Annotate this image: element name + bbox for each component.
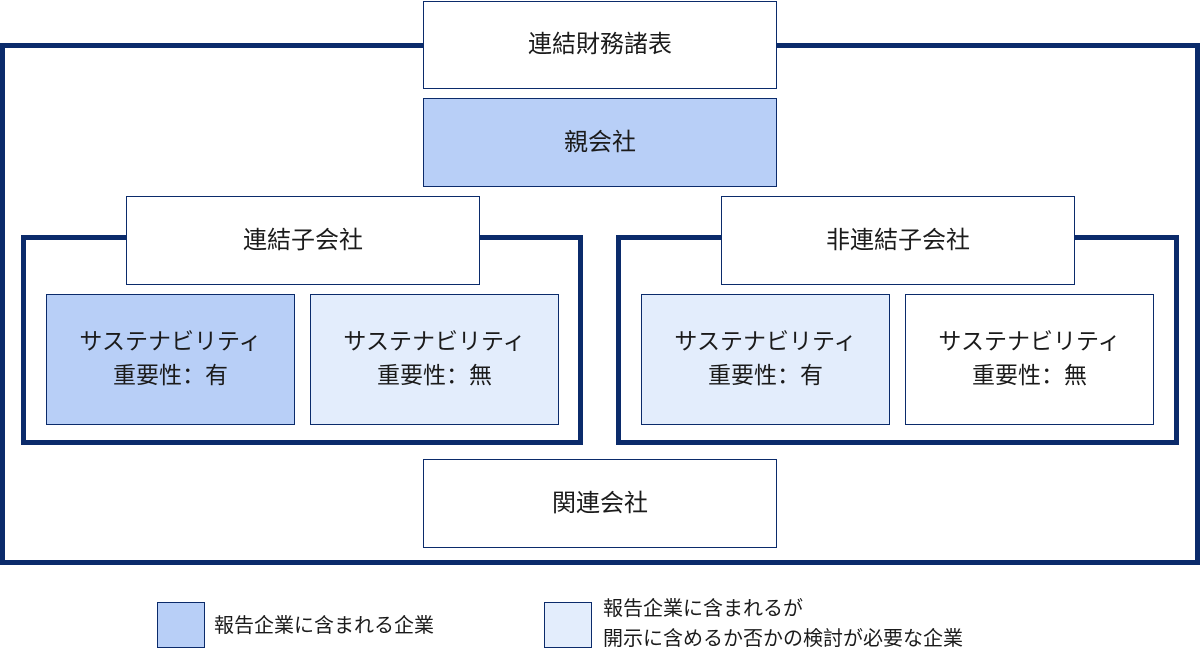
ncs-material-yes-box: サステナビリティ 重要性：有: [641, 294, 890, 425]
legend-swatch-reported: [157, 602, 205, 648]
nonconsolidated-subsidiaries-label: 非連結子会社: [826, 225, 970, 254]
cs-material-yes-box: サステナビリティ 重要性：有: [46, 294, 295, 425]
ncs-material-no-line2: 重要性：無: [971, 362, 1087, 389]
ncs-material-yes-line1: サステナビリティ: [674, 329, 857, 356]
legend-label-review-line1: 報告企業に含まれるが: [603, 596, 803, 620]
cs-material-yes-line2: 重要性：有: [112, 362, 228, 389]
parent-company-box: 親会社: [423, 98, 777, 187]
consolidated-fs-title: 連結財務諸表: [423, 1, 777, 89]
consolidated-subsidiaries-label: 連結子会社: [243, 225, 363, 254]
legend-label-review: 報告企業に含まれるが 開示に含めるか否かの検討が必要な企業: [603, 593, 963, 653]
legend-swatch-review: [544, 602, 592, 648]
affiliates-label: 関連会社: [552, 488, 648, 517]
legend-label-reported: 報告企業に含まれる企業: [214, 613, 434, 637]
ncs-material-yes-line2: 重要性：有: [707, 362, 823, 389]
consolidated-fs-label: 連結財務諸表: [528, 30, 672, 59]
affiliates-box: 関連会社: [423, 459, 777, 548]
ncs-material-no-line1: サステナビリティ: [938, 329, 1121, 356]
cs-material-no-box: サステナビリティ 重要性：無: [310, 294, 559, 425]
cs-material-no-line2: 重要性：無: [376, 362, 492, 389]
nonconsolidated-subsidiaries-title: 非連結子会社: [721, 196, 1075, 285]
ncs-material-no-box: サステナビリティ 重要性：無: [905, 294, 1154, 425]
cs-material-yes-line1: サステナビリティ: [79, 329, 262, 356]
cs-material-no-line1: サステナビリティ: [343, 329, 526, 356]
consolidated-subsidiaries-title: 連結子会社: [126, 196, 480, 285]
legend-label-review-line2: 開示に含めるか否かの検討が必要な企業: [603, 626, 963, 650]
parent-company-label: 親会社: [564, 127, 636, 156]
